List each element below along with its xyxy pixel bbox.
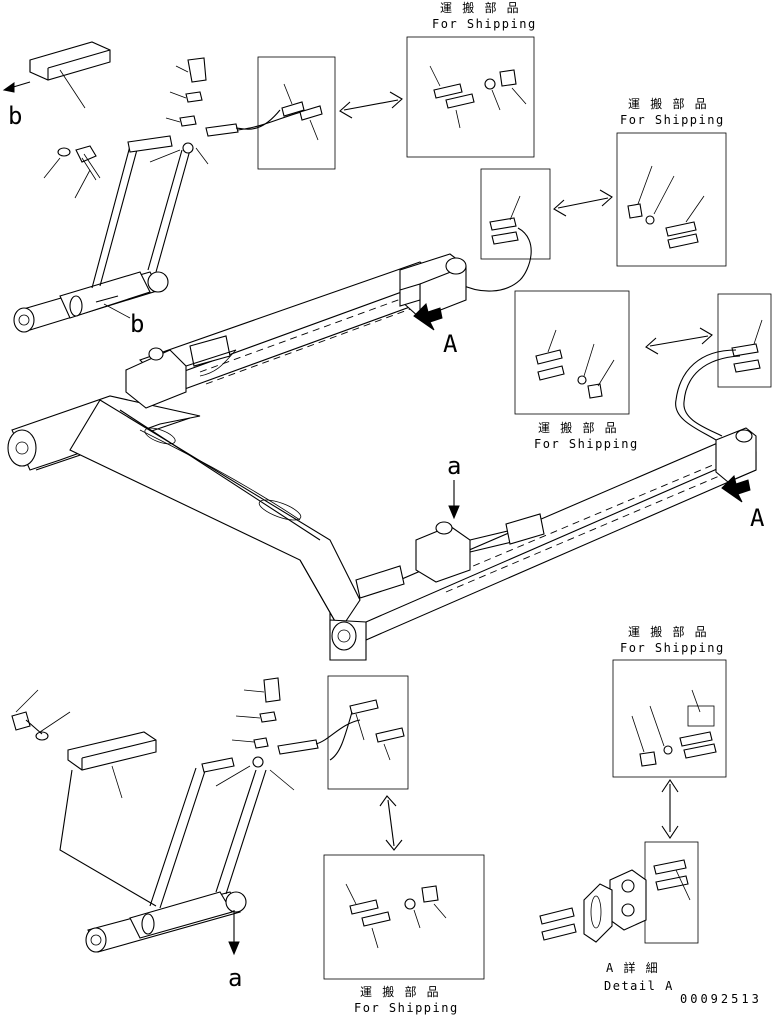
double-arrow-4 (379, 795, 403, 851)
upper-cylinder-assembly (2, 41, 321, 333)
shipping-box-5: 運 搬 部 品 For Shipping (612, 624, 727, 778)
shipping-box-4-jp: 運 搬 部 品 (360, 984, 440, 999)
shipping-box-2: 運 搬 部 品 For Shipping (616, 96, 727, 267)
shipping-box-1-jp: 運 搬 部 品 (440, 0, 520, 15)
double-arrow-1 (339, 91, 403, 119)
label-A-lower: A (750, 504, 765, 532)
arrow-a-frame: a (447, 452, 461, 520)
detail-A-en: Detail A (604, 979, 674, 993)
detail-A-jp: A 詳 細 (606, 960, 659, 975)
shipping-box-5-en: For Shipping (620, 641, 725, 655)
shipping-box-1: 運 搬 部 品 For Shipping (406, 0, 537, 158)
hose-detail-box-1 (257, 56, 336, 170)
label-a-lower: a (228, 964, 242, 992)
hose-detail-box-2 (459, 168, 551, 292)
label-b-upper: b (8, 102, 22, 130)
shipping-box-3-jp: 運 搬 部 品 (538, 420, 618, 435)
shipping-box-1-en: For Shipping (432, 17, 537, 31)
shipping-box-2-jp: 運 搬 部 品 (628, 96, 708, 111)
shipping-box-3: 運 搬 部 品 For Shipping (514, 290, 639, 451)
double-arrow-3 (645, 327, 713, 355)
detail-A: A 詳 細 Detail A (539, 841, 699, 993)
double-arrow-5 (661, 779, 679, 839)
shipping-box-3-en: For Shipping (534, 437, 639, 451)
label-a-frame: a (447, 452, 461, 480)
drawing-number: 00092513 (680, 992, 762, 1006)
lower-cylinder-assembly: a (11, 677, 361, 992)
shipping-box-5-jp: 運 搬 部 品 (628, 624, 708, 639)
hose-detail-box-3 (675, 293, 772, 441)
double-arrow-2 (553, 189, 613, 217)
shipping-box-4-en: For Shipping (354, 1001, 459, 1015)
main-frame (7, 253, 757, 661)
label-b-lower: b (130, 310, 144, 338)
arrow-A-upper: A (413, 303, 458, 358)
label-A-upper: A (443, 330, 458, 358)
shipping-box-2-en: For Shipping (620, 113, 725, 127)
hose-detail-box-4 (327, 675, 409, 790)
arrow-A-lower: A (721, 475, 765, 532)
shipping-box-4: 運 搬 部 品 For Shipping (323, 854, 485, 1015)
